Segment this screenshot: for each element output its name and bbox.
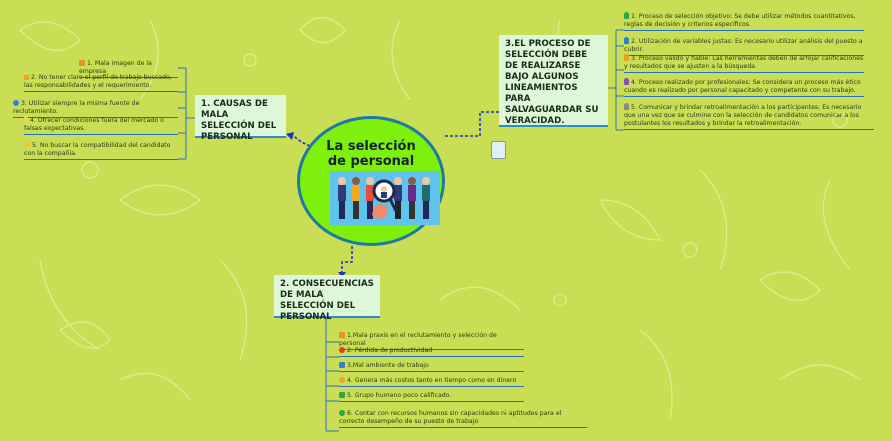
leaf-consecuencias-3[interactable]: 3.Mal ambiente de trabajo — [339, 362, 524, 372]
leaf-proceso-5-text: 5. Comunicar y brindar retroalimentación… — [624, 104, 862, 127]
target-icon — [339, 347, 345, 353]
arrow-causas — [286, 132, 294, 140]
sun-icon — [24, 142, 30, 148]
person-icon — [624, 12, 629, 19]
leaf-causas-1[interactable]: 1. Mala imagen de la empresa — [79, 60, 178, 78]
person-figures — [338, 177, 430, 219]
image-icon — [339, 332, 345, 338]
leaf-connectors-consecuencias — [325, 318, 339, 432]
globe-icon — [13, 100, 19, 106]
leaf-proceso-2-text: 2. Utilización de variables justas: Es n… — [624, 38, 863, 53]
leaf-causas-1-text: 1. Mala imagen de la empresa — [79, 60, 152, 75]
leaf-causas-4-text: 4. Ofrecer condiciones fuera del mercado… — [24, 117, 164, 132]
person-icon — [624, 54, 629, 61]
person-icon — [624, 78, 629, 85]
person-icon — [624, 103, 629, 110]
connector-consecuencias — [341, 246, 353, 272]
magnifier-icon — [372, 179, 398, 219]
people-illustration-svg — [338, 177, 430, 219]
leaf-proceso-1-text: 1. Proceso de selección objetivo: Se deb… — [624, 13, 856, 28]
connector-proceso — [445, 111, 499, 137]
note-icon[interactable] — [491, 141, 506, 159]
leaf-consecuencias-6[interactable]: 6. Contar con recursos humanos sin capac… — [339, 410, 587, 428]
branch-consecuencias-title: 2. CONSECUENCIAS DE MALA SELECCIÓN DEL P… — [280, 279, 374, 322]
central-topic-title: La selección de personal — [300, 139, 442, 169]
warning-icon — [24, 75, 29, 80]
calendar-icon — [339, 362, 345, 368]
leaf-causas-3[interactable]: 3. Utilizar siempre la misma fuente de r… — [13, 100, 178, 118]
leaf-consecuencias-4[interactable]: 4. Genera más costos tanto en tiempo com… — [339, 377, 524, 387]
leaf-proceso-4[interactable]: 4. Proceso realizado por profesionales: … — [624, 78, 864, 97]
central-title-line-2: de personal — [327, 154, 415, 169]
leaf-consecuencias-6-text: 6. Contar con recursos humanos sin capac… — [339, 410, 562, 425]
leaf-proceso-3[interactable]: 3. Proceso válido y fiable: Las herramie… — [624, 54, 864, 73]
leaf-consecuencias-2-text: 2. Pérdida de productividad — [347, 347, 433, 354]
background-floral-pattern — [19, 16, 861, 421]
leaf-causas-5[interactable]: 5. No buscar la compatibilidad del candi… — [24, 142, 178, 160]
leaf-consecuencias-4-text: 4. Genera más costos tanto en tiempo com… — [347, 377, 517, 384]
person-icon — [624, 37, 629, 44]
leaf-consecuencias-1[interactable]: 1.Mala praxis en el reclutamiento y sele… — [339, 332, 524, 350]
leaf-connectors-causas — [178, 67, 195, 160]
leaf-causas-2-text: 2. No tener claro el perfil de trabajo b… — [24, 74, 172, 89]
people-illustration — [330, 171, 440, 225]
leaf-consecuencias-2[interactable]: 2. Pérdida de productividad — [339, 347, 524, 357]
image-icon — [79, 60, 85, 66]
leaf-causas-4[interactable]: 4. Ofrecer condiciones fuera del mercado… — [24, 117, 178, 135]
check-icon — [339, 410, 345, 416]
central-topic[interactable]: La selección de personal — [297, 116, 445, 246]
leaf-proceso-2[interactable]: 2. Utilización de variables justas: Es n… — [624, 37, 864, 56]
branch-consecuencias[interactable]: 2. CONSECUENCIAS DE MALA SELECCIÓN DEL P… — [274, 275, 380, 322]
leaf-consecuencias-3-text: 3.Mal ambiente de trabajo — [347, 362, 429, 369]
leaf-proceso-1[interactable]: 1. Proceso de selección objetivo: Se deb… — [624, 12, 864, 31]
leaf-causas-5-text: 5. No buscar la compatibilidad del candi… — [24, 142, 171, 157]
branch-proceso[interactable]: 3.EL PROCESO DE SELECCIÓN DEBE DE REALIZ… — [499, 35, 608, 127]
leaf-proceso-4-text: 4. Proceso realizado por profesionales: … — [624, 79, 861, 94]
leaf-consecuencias-5[interactable]: 5. Grupo humano poco calificado. — [339, 392, 524, 402]
handshake-icon — [339, 392, 345, 398]
leaf-causas-2[interactable]: 2. No tener claro el perfil de trabajo b… — [24, 74, 178, 92]
pencil-icon — [24, 117, 28, 123]
sun-icon — [339, 377, 345, 383]
leaf-proceso-5[interactable]: 5. Comunicar y brindar retroalimentación… — [624, 103, 874, 130]
branch-proceso-title: 3.EL PROCESO DE SELECCIÓN DEBE DE REALIZ… — [505, 39, 599, 126]
leaf-consecuencias-1-text: 1.Mala praxis en el reclutamiento y sele… — [339, 332, 497, 347]
branch-causas[interactable]: 1. CAUSAS DE MALA SELECCIÓN DEL PERSONAL — [195, 95, 286, 142]
branch-causas-title: 1. CAUSAS DE MALA SELECCIÓN DEL PERSONAL — [201, 99, 277, 142]
leaf-connectors-proceso — [608, 29, 624, 131]
leaf-proceso-3-text: 3. Proceso válido y fiable: Las herramie… — [624, 55, 864, 70]
central-title-line-1: La selección — [326, 139, 416, 154]
leaf-causas-3-text: 3. Utilizar siempre la misma fuente de r… — [13, 100, 140, 115]
leaf-consecuencias-5-text: 5. Grupo humano poco calificado. — [347, 392, 452, 399]
